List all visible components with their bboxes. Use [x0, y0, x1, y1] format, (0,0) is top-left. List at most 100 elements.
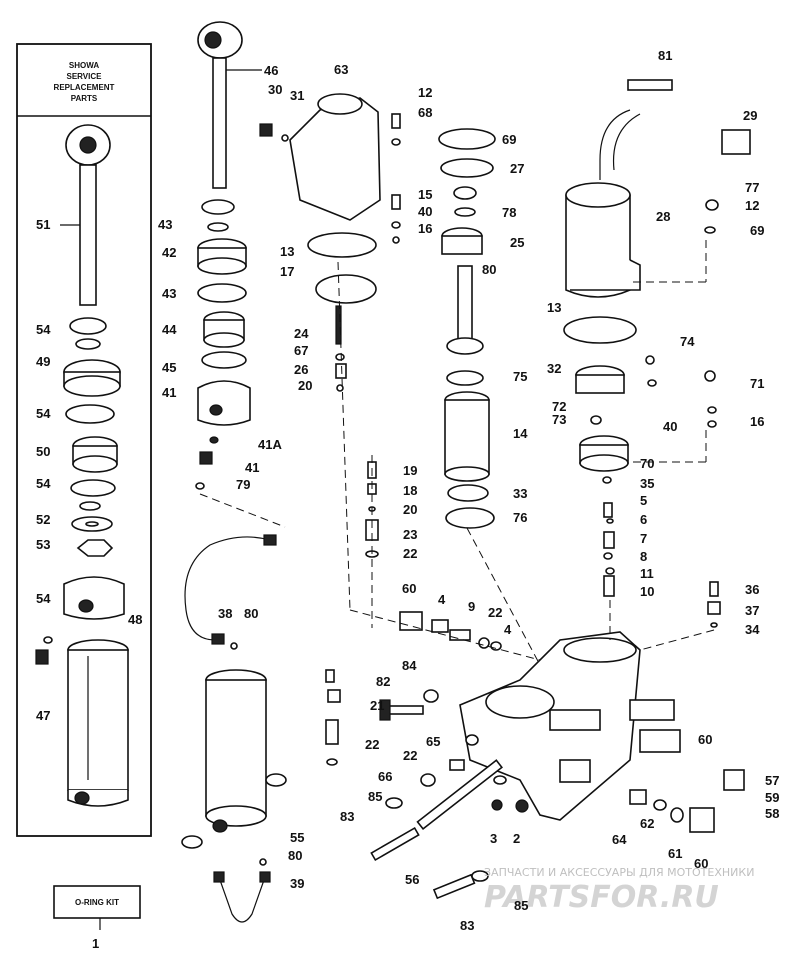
- callout-label: 5: [640, 493, 647, 508]
- callout-label: 8: [640, 549, 647, 564]
- callout-label: 53: [36, 537, 50, 552]
- callout-label: 41: [245, 460, 259, 475]
- callout-label: 83: [340, 809, 354, 824]
- callout-label: 80: [288, 848, 302, 863]
- callout-label: 74: [680, 334, 695, 349]
- callout-label: 44: [162, 322, 177, 337]
- callout-label: 17: [280, 264, 294, 279]
- callout-label: 42: [162, 245, 176, 260]
- callout-label: 60: [698, 732, 712, 747]
- callout-label: 38: [218, 606, 232, 621]
- callout-label: 22: [488, 605, 502, 620]
- callout-label: 85: [368, 789, 382, 804]
- callout-label: 76: [513, 510, 527, 525]
- left-column-parts: [181, 21, 287, 923]
- callout-label: 73: [552, 412, 566, 427]
- callout-label: 51: [36, 217, 50, 232]
- fittings: [325, 611, 745, 900]
- callout-label: 71: [750, 376, 764, 391]
- callout-label: 79: [236, 477, 250, 492]
- callout-label: 11: [640, 566, 654, 581]
- callout-label: 63: [334, 62, 348, 77]
- callout-label: 34: [745, 622, 760, 637]
- callout-label: 68: [418, 105, 432, 120]
- callout-label: 75: [513, 369, 527, 384]
- leader-lines: [60, 69, 715, 930]
- callout-label: 83: [460, 918, 474, 933]
- callout-label: 15: [418, 187, 432, 202]
- showa-line-2: SERVICE: [67, 72, 103, 81]
- center-upper-parts: [259, 93, 401, 558]
- callout-label: 26: [294, 362, 308, 377]
- callout-label: 62: [640, 816, 654, 831]
- callout-label: 78: [502, 205, 516, 220]
- callout-label: 55: [290, 830, 304, 845]
- callout-label: 22: [403, 546, 417, 561]
- callout-labels: 1 2 3 4 4 5 6 7 8 9 10 11 12 12 13 13 14…: [36, 48, 779, 951]
- callout-label: 39: [290, 876, 304, 891]
- watermark-tagline: ЗАПЧАСТИ И АКСЕССУАРЫ ДЛЯ МОТОТЕХНИКИ: [484, 866, 754, 879]
- callout-label: 57: [765, 773, 779, 788]
- callout-label: 67: [294, 343, 308, 358]
- callout-label: 27: [510, 161, 524, 176]
- callout-label: 12: [418, 85, 432, 100]
- callout-label: 16: [750, 414, 764, 429]
- callout-label: 54: [36, 591, 51, 606]
- callout-label: 48: [128, 612, 142, 627]
- callout-label: 61: [668, 846, 682, 861]
- callout-label: 60: [694, 856, 708, 871]
- callout-label: 9: [468, 599, 475, 614]
- callout-label: 59: [765, 790, 779, 805]
- callout-label: 19: [403, 463, 417, 478]
- callout-label: 40: [418, 204, 432, 219]
- callout-label: 22: [365, 737, 379, 752]
- callout-label: 13: [280, 244, 294, 259]
- callout-label: 23: [403, 527, 417, 542]
- callout-label: 4: [504, 622, 512, 637]
- callout-label: 54: [36, 476, 51, 491]
- callout-label: 3: [490, 831, 497, 846]
- callout-label: 43: [162, 286, 176, 301]
- callout-label: 58: [765, 806, 779, 821]
- callout-label: 31: [290, 88, 304, 103]
- callout-label: 54: [36, 406, 51, 421]
- center-right-parts: [438, 128, 496, 529]
- callout-label: 29: [743, 108, 757, 123]
- callout-label: 80: [244, 606, 258, 621]
- callout-label: 69: [502, 132, 516, 147]
- callout-label: 69: [750, 223, 764, 238]
- callout-label: 84: [402, 658, 417, 673]
- callout-label: 12: [745, 198, 759, 213]
- showa-parts-drawing: [35, 124, 129, 807]
- callout-label: 10: [640, 584, 654, 599]
- oring-kit-label: O-RING KIT: [75, 898, 119, 907]
- callout-label: 41: [162, 385, 176, 400]
- callout-label: 25: [510, 235, 524, 250]
- callout-label: 30: [268, 82, 282, 97]
- callout-label: 24: [294, 326, 309, 341]
- callout-label: 56: [405, 872, 419, 887]
- callout-label: 41A: [258, 437, 282, 452]
- callout-label: 18: [403, 483, 417, 498]
- callout-label: 82: [376, 674, 390, 689]
- callout-label: 80: [482, 262, 496, 277]
- showa-line-1: SHOWA: [69, 61, 99, 70]
- showa-panel-frame: [16, 43, 152, 837]
- callout-label: 85: [514, 898, 528, 913]
- callout-label: 22: [403, 748, 417, 763]
- callout-label: 2: [513, 831, 520, 846]
- callout-label: 43: [158, 217, 172, 232]
- callout-label: 20: [403, 502, 417, 517]
- callout-label: 20: [298, 378, 312, 393]
- callout-label: 14: [513, 426, 528, 441]
- callout-label: 40: [663, 419, 677, 434]
- callout-label: 70: [640, 456, 654, 471]
- callout-label: 47: [36, 708, 50, 723]
- showa-line-4: PARTS: [71, 94, 98, 103]
- callout-label: 1: [92, 936, 99, 951]
- callout-label: 81: [658, 48, 672, 63]
- callout-label: 7: [640, 531, 647, 546]
- callout-label: 21: [370, 698, 384, 713]
- callout-label: 37: [745, 603, 759, 618]
